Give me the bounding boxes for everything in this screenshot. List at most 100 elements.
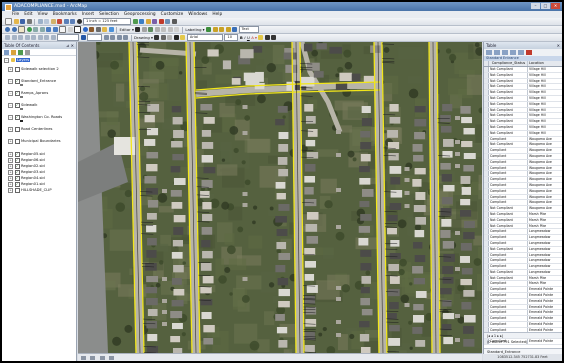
cell-compliance-status[interactable]: Compliant <box>489 171 528 177</box>
editor-toolbar-icon[interactable] <box>132 19 138 24</box>
minimize-button[interactable]: – <box>531 3 540 9</box>
row-selector[interactable] <box>484 211 489 217</box>
cell-compliance-status[interactable]: Not Compliant <box>489 107 528 113</box>
zoom-in-icon[interactable] <box>5 27 10 32</box>
row-selector[interactable] <box>484 269 489 275</box>
row-selector[interactable] <box>484 113 489 119</box>
zoom-out-icon[interactable] <box>11 27 17 32</box>
fixed-zoom-in-icon[interactable] <box>33 27 38 32</box>
cell-compliance-status[interactable]: Not Compliant <box>489 142 528 148</box>
cell-location[interactable]: Waugama Ave <box>529 142 552 147</box>
cell-location[interactable]: Waugama Ave <box>529 136 552 141</box>
expand-toggle[interactable]: − <box>8 78 13 84</box>
menu-insert[interactable]: Insert <box>81 12 95 17</box>
labeling-text-combo[interactable]: Text <box>238 26 259 33</box>
new-document-icon[interactable] <box>5 18 12 25</box>
toolbar-icon[interactable] <box>11 35 17 40</box>
row-selector[interactable] <box>484 136 489 142</box>
select-features-icon[interactable] <box>59 26 66 33</box>
layer-visibility-checkbox[interactable]: ✓ <box>14 163 20 169</box>
clear-selection-icon[interactable] <box>67 27 73 32</box>
cell-compliance-status[interactable]: Not Compliant <box>489 124 528 130</box>
layer-visibility-checkbox[interactable] <box>14 126 20 132</box>
layer-visibility-checkbox[interactable]: ✓ <box>14 151 20 157</box>
cell-location[interactable]: Village Hill <box>529 119 546 124</box>
bold-button[interactable]: B <box>239 35 243 40</box>
list-by-selection-icon[interactable] <box>25 50 30 55</box>
cell-compliance-status[interactable]: Compliant <box>489 194 528 200</box>
row-selector[interactable] <box>484 188 489 194</box>
trace-icon[interactable] <box>154 27 160 32</box>
cell-compliance-status[interactable]: Compliant <box>489 136 528 142</box>
expand-toggle[interactable]: + <box>8 66 13 72</box>
layer-visibility-checkbox[interactable]: ✓ <box>14 157 20 163</box>
layout-view-icon[interactable] <box>90 356 96 360</box>
menu-customize[interactable]: Customize <box>160 12 184 17</box>
expand-toggle[interactable]: − <box>8 90 13 96</box>
cell-location[interactable]: Emerald Pointe <box>529 293 554 298</box>
row-selector-header[interactable] <box>484 61 489 66</box>
cell-compliance-status[interactable]: Compliant <box>489 287 528 293</box>
table-record-navigator[interactable]: |◂ ◂ 1 ▸ ▸| <box>484 332 562 338</box>
row-selector[interactable] <box>484 264 489 269</box>
cell-location[interactable]: Emerald Pointe <box>529 339 554 344</box>
cell-location[interactable]: Village Hill <box>529 124 546 129</box>
identify-icon[interactable] <box>82 27 88 32</box>
row-selector[interactable] <box>484 322 489 327</box>
cell-compliance-status[interactable]: Not Compliant <box>489 113 528 119</box>
toolbar-icon[interactable] <box>80 35 86 40</box>
catalog-window-icon[interactable] <box>145 19 151 24</box>
collapse-toggle[interactable]: − <box>4 57 9 63</box>
layer-combo[interactable] <box>57 34 79 41</box>
row-selector[interactable] <box>484 235 489 240</box>
cell-compliance-status[interactable]: Compliant <box>489 188 528 194</box>
cell-location[interactable]: Longmeadow <box>529 252 551 257</box>
layer-visibility-checkbox[interactable]: ✓ <box>14 175 20 181</box>
tool-combo[interactable] <box>87 34 102 41</box>
cell-compliance-status[interactable]: Not Compliant <box>489 223 528 229</box>
list-by-drawing-order-icon[interactable] <box>4 50 9 55</box>
row-selector[interactable] <box>484 101 489 107</box>
row-selector[interactable] <box>484 95 489 101</box>
row-selector[interactable] <box>484 72 489 78</box>
toolbar-icon[interactable] <box>18 35 23 40</box>
row-selector[interactable] <box>484 165 489 171</box>
cell-location[interactable]: Longmeadow <box>529 258 551 263</box>
row-selector[interactable] <box>484 310 489 316</box>
fill-color-dropdown-icon[interactable] <box>258 35 264 40</box>
menu-view[interactable]: View <box>37 12 48 17</box>
cell-location[interactable]: Village Hill <box>529 84 546 89</box>
toc-layer-item[interactable]: +HILLSHADE_CLIP <box>8 187 52 193</box>
expand-toggle[interactable]: + <box>8 163 13 169</box>
line-color-dropdown-icon[interactable] <box>264 35 270 40</box>
row-selector[interactable] <box>484 287 489 293</box>
expand-toggle[interactable]: + <box>8 181 13 187</box>
layer-visibility-checkbox[interactable] <box>14 66 20 72</box>
cell-compliance-status[interactable]: Compliant <box>489 281 528 287</box>
row-selector[interactable] <box>484 229 489 235</box>
cell-location[interactable]: Marsh Pike <box>529 281 547 286</box>
cell-location[interactable]: Marsh Pike <box>529 275 547 280</box>
expand-toggle[interactable]: + <box>8 157 13 163</box>
cell-compliance-status[interactable]: Not Compliant <box>489 206 528 211</box>
edit-annotation-icon[interactable] <box>141 27 147 32</box>
table-options-icon[interactable] <box>486 50 492 55</box>
toc-layer-item[interactable]: −✓Sidewalk <box>8 102 37 108</box>
cell-compliance-status[interactable]: Not Compliant <box>489 211 528 217</box>
row-selector[interactable] <box>484 281 489 287</box>
toc-layer-item[interactable]: +Sidewalk selection 2 <box>8 66 59 72</box>
cell-compliance-status[interactable]: Not Compliant <box>489 84 528 90</box>
cell-location[interactable]: Village Hill <box>529 72 546 77</box>
cell-location[interactable]: Waugama Ave <box>529 194 552 199</box>
